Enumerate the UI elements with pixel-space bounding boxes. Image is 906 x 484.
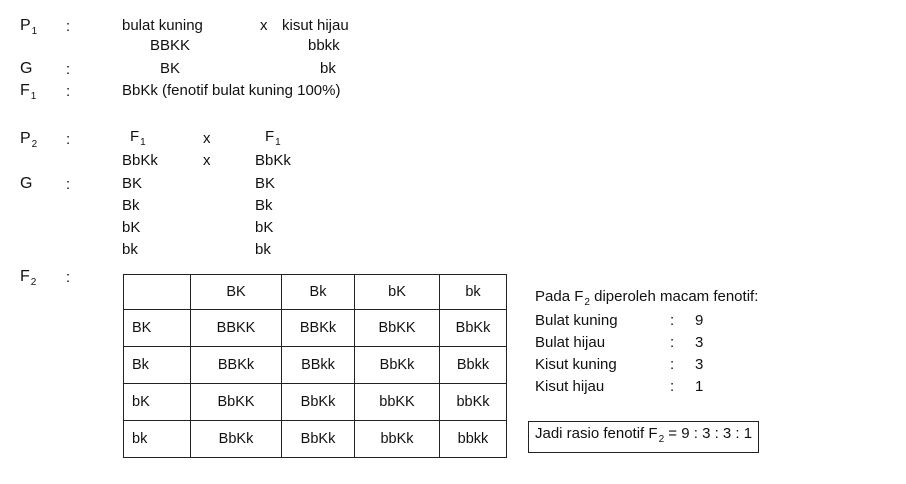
phenotype-count: 9: [695, 312, 704, 329]
phenotype-colon: :: [670, 334, 675, 351]
p2-parent-a: F1: [130, 128, 146, 148]
punnett-header-cell: Bk: [281, 274, 355, 310]
p2-genotype-a: BbKk: [122, 152, 158, 169]
punnett-row-header: bk: [123, 420, 191, 458]
p1-genotype-a: BBKK: [150, 37, 191, 54]
g2-gamete-b: bK: [255, 219, 274, 236]
g1-label: G: [20, 60, 33, 77]
punnett-header-cell: BK: [190, 274, 282, 310]
punnett-cell: BBKk: [190, 346, 282, 384]
p2-label: P2: [20, 130, 38, 150]
punnett-cell: BbKk: [281, 420, 355, 458]
punnett-cell: BbKk: [439, 309, 507, 347]
punnett-cell: bbKK: [354, 383, 440, 421]
phenotype-row: Kisut kuning : 3: [535, 354, 795, 376]
punnett-cell: BbKK: [354, 309, 440, 347]
phenotype-row: Bulat kuning : 9: [535, 310, 795, 332]
punnett-cell: bbKk: [354, 420, 440, 458]
punnett-cell: bbkk: [439, 420, 507, 458]
ratio-conclusion-box: Jadi rasio fenotif F2 = 9 : 3 : 3 : 1: [528, 421, 760, 453]
punnett-row: bk BbKk BbKk bbKk bbkk: [123, 420, 507, 458]
punnett-cell: BBkk: [281, 346, 355, 384]
f2-label: F2: [20, 268, 37, 288]
f1-text: BbKk (fenotif bulat kuning 100%): [122, 82, 341, 99]
p1-parent-a: bulat kuning: [122, 17, 203, 34]
p2-parent-b: F1: [265, 128, 281, 148]
g2-gamete-b: bk: [255, 241, 271, 258]
punnett-corner-cell: [123, 274, 191, 310]
g1-gamete-a: BK: [160, 60, 181, 77]
f1-colon: :: [66, 83, 71, 100]
phenotype-row: Kisut hijau : 1: [535, 376, 795, 398]
p2-times-2: x: [203, 152, 211, 169]
g1-gamete-b: bk: [320, 60, 336, 77]
punnett-cell: BbKk: [354, 346, 440, 384]
punnett-header-cell: bK: [354, 274, 440, 310]
g2-gamete-b: BK: [255, 175, 276, 192]
g2-gamete-a: bK: [122, 219, 141, 236]
punnett-row-header: bK: [123, 383, 191, 421]
phenotype-name: Kisut kuning: [535, 356, 617, 373]
phenotype-count: 1: [695, 378, 704, 395]
phenotype-colon: :: [670, 378, 675, 395]
p1-times: x: [260, 17, 268, 34]
g2-gamete-a: bk: [122, 241, 138, 258]
phenotype-summary: Pada F2 diperoleh macam fenotif: Bulat k…: [535, 286, 795, 398]
g2-gamete-b: Bk: [255, 197, 273, 214]
phenotype-count: 3: [695, 356, 704, 373]
summary-title: Pada F2 diperoleh macam fenotif:: [535, 288, 759, 308]
g2-gamete-a: Bk: [122, 197, 140, 214]
g1-colon: :: [66, 61, 71, 78]
phenotype-name: Bulat hijau: [535, 334, 606, 351]
phenotype-row: Bulat hijau : 3: [535, 332, 795, 354]
punnett-row-header: Bk: [123, 346, 191, 384]
p1-colon: :: [66, 18, 71, 35]
punnett-row: BK BBKK BBKk BbKK BbKk: [123, 309, 507, 347]
g2-label: G: [20, 175, 33, 192]
punnett-square: BK Bk bK bk BK BBKK BBKk BbKK BbKk Bk BB…: [123, 274, 507, 458]
punnett-row: bK BbKK BbKk bbKK bbKk: [123, 383, 507, 421]
punnett-row: Bk BBKk BBkk BbKk Bbkk: [123, 346, 507, 384]
punnett-header-cell: bk: [439, 274, 507, 310]
phenotype-count: 3: [695, 334, 704, 351]
phenotype-name: Kisut hijau: [535, 378, 605, 395]
p2-colon: :: [66, 131, 71, 148]
punnett-cell: BBKK: [190, 309, 282, 347]
p2-genotype-b: BbKk: [255, 152, 291, 169]
phenotype-name: Bulat kuning: [535, 312, 618, 329]
punnett-header-row: BK Bk bK bk: [123, 274, 507, 310]
g2-colon: :: [66, 176, 71, 193]
p1-label: P1: [20, 17, 38, 37]
punnett-cell: BbKk: [190, 420, 282, 458]
f2-colon: :: [66, 269, 71, 286]
p2-times: x: [203, 130, 211, 147]
p1-genotype-b: bbkk: [308, 37, 340, 54]
f1-label: F1: [20, 82, 37, 102]
phenotype-colon: :: [670, 312, 675, 329]
punnett-cell: BbKK: [190, 383, 282, 421]
punnett-cell: bbKk: [439, 383, 507, 421]
punnett-row-header: BK: [123, 309, 191, 347]
p1-parent-b: kisut hijau: [282, 17, 349, 34]
phenotype-colon: :: [670, 356, 675, 373]
punnett-cell: Bbkk: [439, 346, 507, 384]
g2-gamete-a: BK: [122, 175, 143, 192]
punnett-cell: BBKk: [281, 309, 355, 347]
punnett-cell: BbKk: [281, 383, 355, 421]
